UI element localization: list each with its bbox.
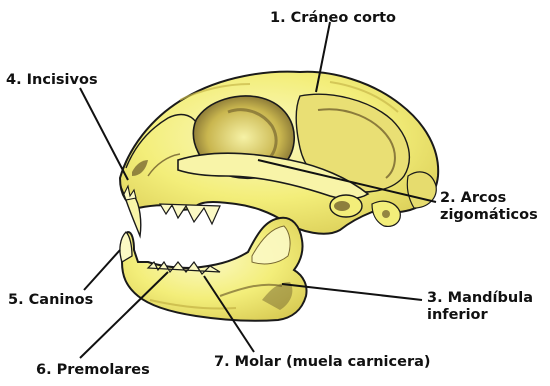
leader-premolares — [80, 272, 168, 358]
label-arcos-line2: zigomáticos — [440, 207, 538, 224]
leader-caninos — [84, 250, 120, 290]
label-arcos-line1: 2. Arcos — [440, 190, 538, 207]
label-mandibula: 3. Mandíbula inferior — [427, 290, 533, 324]
label-craneo: 1. Cráneo corto — [270, 10, 396, 27]
label-caninos: 5. Caninos — [8, 292, 93, 309]
upper-premolars — [160, 204, 220, 224]
leader-incisivos — [80, 88, 128, 180]
label-molar: 7. Molar (muela carnicera) — [214, 354, 431, 371]
label-mandibula-line2: inferior — [427, 307, 533, 324]
label-arcos: 2. Arcos zigomáticos — [440, 190, 538, 224]
mandible — [120, 218, 307, 321]
label-incisivos: 4. Incisivos — [6, 72, 98, 89]
label-premolares: 6. Premolares — [36, 362, 150, 379]
label-mandibula-line1: 3. Mandíbula — [427, 290, 533, 307]
